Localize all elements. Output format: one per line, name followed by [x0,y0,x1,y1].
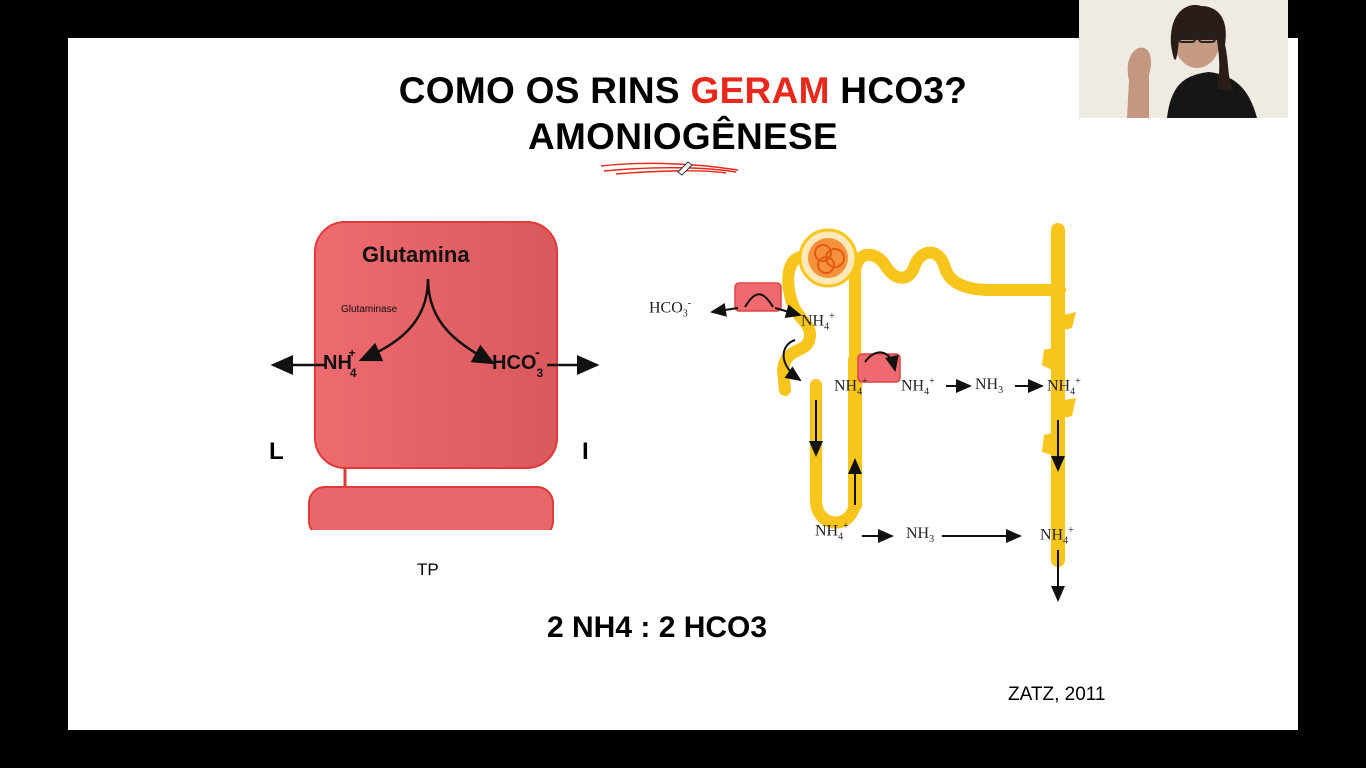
cell-hco3-label: HCO3- [492,344,544,380]
annotation-scribble [600,161,739,176]
tp-caption: TP [417,560,439,579]
nephron-nh4-duct-label: NH4+ [1040,525,1074,547]
interstitium-side-label: I [582,438,589,465]
glutaminase-label: Glutaminase [341,304,398,315]
transporter-pt [734,282,782,312]
nephron-nh4-pt-label: NH4+ [801,311,835,333]
slide-subtitle: AMONIOGÊNESE [528,116,838,157]
reference-citation: ZATZ, 2011 [1008,684,1106,705]
cell-nh4-label: NH4+ [323,346,357,380]
nephron-hco3-label: HCO3- [649,298,692,320]
nephron-nh4-tal-lumen-label: NH4+ [834,376,868,398]
glutamina-label: Glutamina [362,242,470,267]
title-text-2: HCO3? [829,70,968,111]
tubular-cell [314,221,558,469]
cell-diagram [270,221,600,530]
presenter-webcam [1079,0,1288,118]
nephron-nh3-interstitium-label: NH3 [975,376,1004,397]
nephron-nh4-interstitium-label: NH4+ [901,376,935,398]
title-accent: GERAM [690,70,830,111]
slide-title: COMO OS RINS GERAM HCO3? [0,70,1366,112]
lumen-side-label: L [269,438,284,465]
nephron-nh3-medulla-label: NH3 [906,525,935,546]
nephron-nh4-collecting-label: NH4+ [1047,376,1081,398]
nephron-diagram [710,223,1076,602]
presenter-figure [1079,0,1288,118]
nephron-nh4-loop-label: NH4+ [815,521,849,543]
title-text-1: COMO OS RINS [398,70,691,111]
slide [68,38,1298,730]
stoichiometry-formula: 2 NH4 : 2 HCO3 [547,611,768,644]
adjacent-cell [308,486,554,530]
